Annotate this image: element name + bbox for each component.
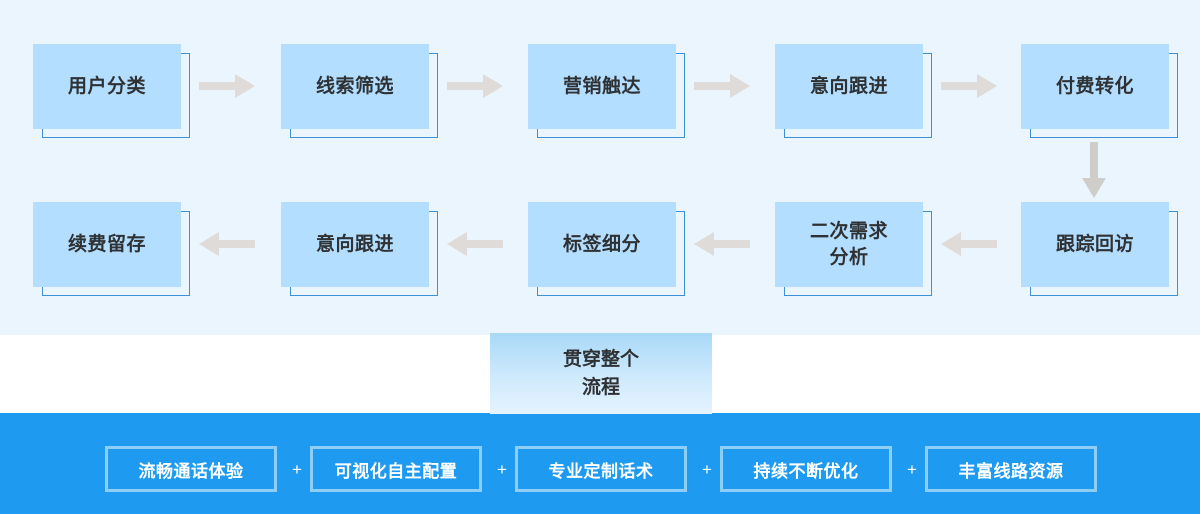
node-body: 意向跟进 (775, 44, 923, 129)
arrow-left-icon (694, 231, 750, 257)
flow-node-row1-2[interactable]: 线索筛选 (281, 44, 438, 138)
node-body: 续费留存 (33, 202, 181, 287)
node-body: 二次需求 分析 (775, 202, 923, 287)
node-body: 付费转化 (1021, 44, 1169, 129)
flow-node-row1-5[interactable]: 付费转化 (1021, 44, 1178, 138)
plus-separator-4: + (907, 460, 917, 479)
feature-pill-label: 可视化自主配置 (334, 461, 458, 481)
node-label: 付费转化 (1055, 75, 1134, 97)
node-label: 意向跟进 (809, 75, 888, 97)
flow-node-row1-1[interactable]: 用户分类 (33, 44, 190, 138)
node-label: 意向跟进 (315, 233, 394, 255)
arrow-right-icon (199, 73, 255, 99)
plus-separator-1: + (292, 460, 302, 479)
node-label: 营销触达 (562, 75, 641, 97)
plus-separator-3: + (702, 460, 712, 479)
node-label: 用户分类 (67, 75, 146, 97)
feature-pill-2[interactable]: 可视化自主配置 (310, 446, 482, 492)
feature-pill-label: 持续不断优化 (753, 461, 859, 481)
node-body: 跟踪回访 (1021, 202, 1169, 287)
arrow-right-icon (694, 73, 750, 99)
node-label: 线索筛选 (315, 75, 394, 97)
arrow-right-icon (447, 73, 503, 99)
features-bar-background (0, 413, 1200, 514)
feature-pill-label: 丰富线路资源 (958, 461, 1064, 481)
node-body: 线索筛选 (281, 44, 429, 129)
flow-node-row1-3[interactable]: 营销触达 (528, 44, 685, 138)
feature-pill-label: 专业定制话术 (548, 461, 654, 481)
arrow-right-icon (941, 73, 997, 99)
node-body: 意向跟进 (281, 202, 429, 287)
node-label: 跟踪回访 (1055, 233, 1134, 255)
arrow-left-icon (199, 231, 255, 257)
node-label: 标签细分 (562, 233, 641, 255)
flow-node-row2-1[interactable]: 续费留存 (33, 202, 190, 296)
node-label: 二次需求 分析 (809, 220, 888, 268)
node-label: 续费留存 (67, 233, 146, 255)
feature-pill-4[interactable]: 持续不断优化 (720, 446, 892, 492)
node-body: 营销触达 (528, 44, 676, 129)
arrow-left-icon (447, 231, 503, 257)
feature-pill-label: 流畅通话体验 (138, 461, 244, 481)
flow-node-row2-5[interactable]: 跟踪回访 (1021, 202, 1178, 296)
flow-node-row1-4[interactable]: 意向跟进 (775, 44, 932, 138)
feature-pill-1[interactable]: 流畅通话体验 (105, 446, 277, 492)
feature-pill-3[interactable]: 专业定制话术 (515, 446, 687, 492)
flow-node-row2-3[interactable]: 标签细分 (528, 202, 685, 296)
spanning-process-box[interactable]: 贯穿整个 流程 (490, 333, 712, 414)
arrow-left-icon (941, 231, 997, 257)
arrow-down-icon (1081, 142, 1107, 198)
node-body: 标签细分 (528, 202, 676, 287)
feature-pill-5[interactable]: 丰富线路资源 (925, 446, 1097, 492)
plus-separator-2: + (497, 460, 507, 479)
spanning-process-label: 贯穿整个 流程 (562, 348, 639, 398)
flow-node-row2-4[interactable]: 二次需求 分析 (775, 202, 932, 296)
node-body: 用户分类 (33, 44, 181, 129)
flow-node-row2-2[interactable]: 意向跟进 (281, 202, 438, 296)
